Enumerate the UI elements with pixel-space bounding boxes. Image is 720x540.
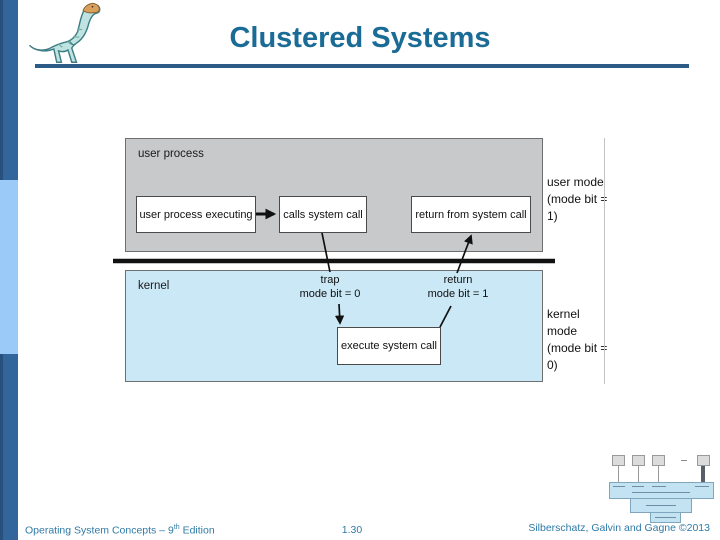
sidebar-segment-middle [0, 180, 18, 354]
thumbnail-device-box [697, 455, 710, 466]
thumbnail-text-mark [613, 486, 625, 487]
dinosaur-logo-icon [28, 2, 101, 63]
return-annotation-line1: return [443, 274, 473, 286]
trap-annotation-line2: mode bit = 0 [299, 288, 361, 300]
thumbnail-connector [618, 466, 619, 482]
thumbnail-text-mark [646, 505, 676, 506]
title-underline [35, 64, 689, 68]
box-execute-system-call: execute system call [337, 327, 441, 365]
footer-course-superscript: th [173, 524, 180, 531]
system-call-mode-diagram: user process kernel user process executi… [110, 130, 610, 390]
thumbnail-text-mark [652, 486, 666, 487]
thumbnail-bus-bar [609, 482, 714, 499]
figure-right-edge-line [604, 138, 605, 384]
thumbnail-connector [638, 466, 639, 482]
user-process-region [125, 138, 543, 252]
footer-credits: Silberschatz, Galvin and Gagne ©2013 [528, 522, 710, 534]
user-mode-label-line2: (mode bit = 1) [547, 192, 608, 223]
thumbnail-device-box [632, 455, 645, 466]
thumbnail-device-box [612, 455, 625, 466]
thumbnail-connector-thick [701, 466, 705, 482]
box-user-process-executing: user process executing [136, 196, 256, 233]
user-process-region-label: user process [138, 148, 204, 160]
slide-page-number: 1.30 [341, 524, 363, 536]
box-return-from-system-call: return from system call [411, 196, 531, 233]
sidebar-segment-bottom [0, 354, 18, 540]
thumbnail-text-mark [655, 517, 676, 518]
trap-annotation-line1: trap [320, 274, 340, 286]
user-mode-side-label: user mode (mode bit = 1) [547, 174, 610, 225]
thumbnail-device-box [652, 455, 665, 466]
kernel-mode-side-label: kernel mode (mode bit = 0) [547, 306, 610, 374]
thumbnail-text-mark [632, 486, 644, 487]
thumbnail-ellipsis-mark [681, 460, 687, 461]
footer-course-prefix: Operating System Concepts – 9 [25, 524, 174, 537]
kernel-mode-label-line1: kernel mode [547, 307, 580, 338]
kernel-region [125, 270, 543, 382]
slide-title: Clustered Systems [229, 22, 491, 54]
sidebar-segment-top [0, 0, 18, 180]
thumbnail-connector [658, 466, 659, 482]
return-annotation-line2: mode bit = 1 [427, 288, 489, 300]
footer-course-suffix: Edition [179, 524, 215, 537]
thumbnail-text-mark [695, 486, 709, 487]
return-annotation: return mode bit = 1 [415, 273, 501, 301]
kernel-region-label: kernel [138, 280, 170, 292]
sidebar-accent-bar [0, 0, 18, 540]
kernel-mode-label-line2: (mode bit = 0) [547, 341, 608, 372]
trap-annotation: trap mode bit = 0 [287, 273, 373, 301]
thumbnail-diagram [605, 450, 718, 526]
box-calls-system-call: calls system call [279, 196, 367, 233]
thumbnail-text-mark [632, 492, 690, 493]
footer-course-title: Operating System Concepts – 9th Edition [25, 524, 215, 537]
user-mode-label-line1: user mode [547, 175, 604, 189]
